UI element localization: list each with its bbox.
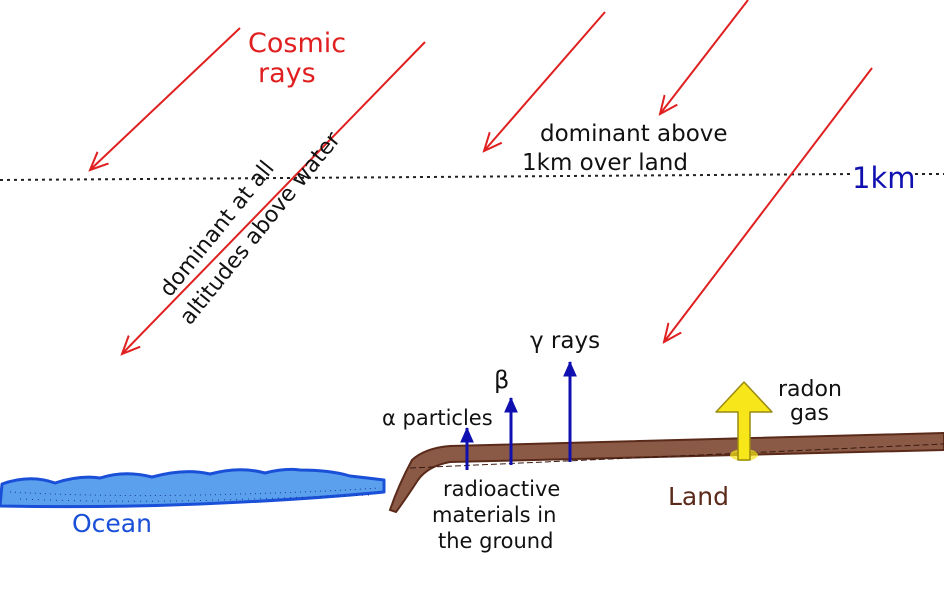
cosmic-ray-arrow-1 xyxy=(90,27,241,170)
altitude-1km-line xyxy=(0,173,853,181)
cosmic-ray-arrow-2 xyxy=(122,41,426,354)
beta-label: β xyxy=(494,366,509,394)
ground-radiation-arrows xyxy=(467,362,570,470)
land-surface xyxy=(388,431,944,514)
gamma-rays-label: γ rays xyxy=(530,328,600,354)
dominant-land-label-line2: 1km over land xyxy=(522,150,688,176)
cosmic-ray-arrow-4 xyxy=(660,0,749,114)
radioactive-materials-label-line2: materials in xyxy=(432,503,556,527)
radon-gas-label-line1: radon xyxy=(778,377,842,402)
cosmic-ray-arrow-3 xyxy=(484,11,606,151)
dominant-land-label-line1: dominant above xyxy=(540,121,728,147)
cosmic-rays-label-line2: rays xyxy=(258,58,316,89)
radon-gas-label-line2: gas xyxy=(790,401,829,426)
cosmic-rays-label-line1: Cosmic xyxy=(248,28,346,59)
cosmic-ray-arrow-5 xyxy=(664,67,873,342)
radioactive-materials-label-line3: the ground xyxy=(438,529,553,553)
alpha-particles-label: α particles xyxy=(382,406,493,430)
cosmic-ray-arrows xyxy=(90,0,873,354)
radioactive-materials-label-line1: radioactive xyxy=(443,477,560,501)
radon-arrow xyxy=(715,381,773,461)
one-km-label: 1km xyxy=(852,161,916,195)
ocean-label: Ocean xyxy=(72,509,152,538)
ocean-surface xyxy=(0,467,386,509)
land-label: Land xyxy=(668,482,729,511)
